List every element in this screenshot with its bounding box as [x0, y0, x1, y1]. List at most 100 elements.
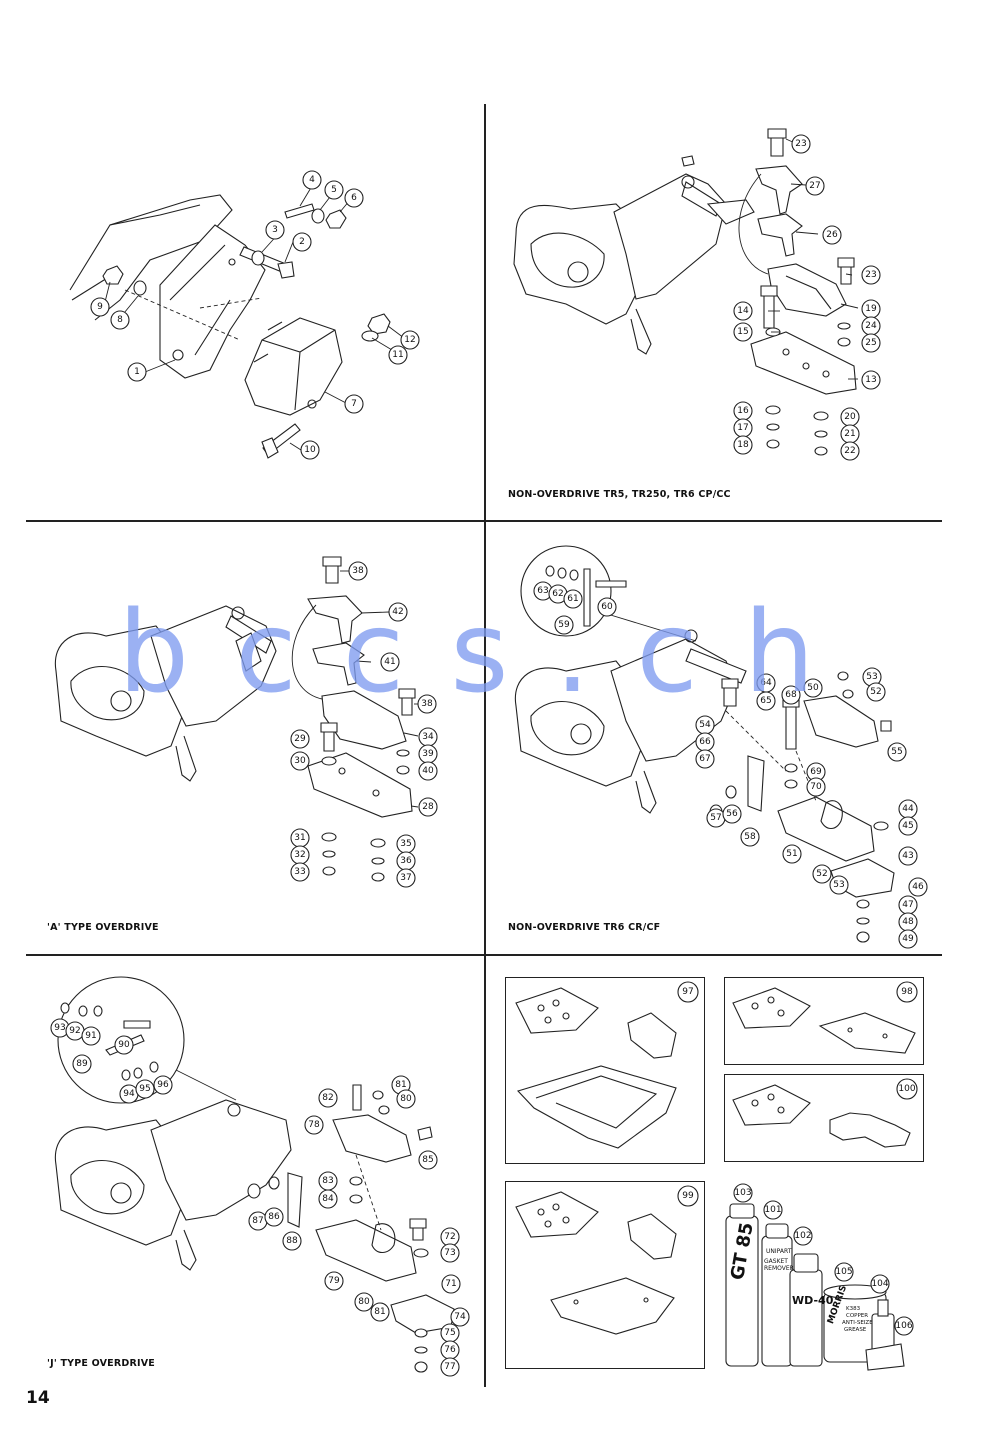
callout-26: 26: [822, 225, 842, 245]
svg-text:40: 40: [422, 766, 434, 776]
svg-text:106: 106: [895, 1321, 912, 1331]
svg-text:80: 80: [400, 1094, 412, 1104]
callout-47: 47: [898, 895, 918, 915]
callout-2: 2: [292, 232, 312, 252]
kit-panel-98: 98: [724, 977, 924, 1065]
svg-text:3: 3: [272, 225, 278, 235]
callout-32: 32: [290, 845, 310, 865]
callout-70: 70: [806, 777, 826, 797]
callout-41: 41: [380, 652, 400, 672]
svg-text:27: 27: [809, 181, 820, 191]
svg-text:88: 88: [286, 1236, 298, 1246]
products-drawing: 103 101 102 105 104 106: [725, 1183, 914, 1371]
caption-top-right: NON-OVERDRIVE TR5, TR250, TR6 CP/CC: [508, 489, 731, 500]
svg-text:94: 94: [123, 1089, 135, 1099]
callout-81: 81: [370, 1302, 390, 1322]
callout-99: 99: [677, 1185, 699, 1207]
kit-100-drawing: [732, 1084, 911, 1148]
callout-21: 21: [840, 424, 860, 444]
svg-text:87: 87: [252, 1216, 263, 1226]
svg-text:97: 97: [682, 987, 693, 997]
svg-text:25: 25: [865, 338, 876, 348]
svg-text:59: 59: [558, 620, 570, 630]
svg-text:2: 2: [299, 237, 305, 247]
callout-93: 93: [50, 1018, 70, 1038]
svg-text:41: 41: [384, 657, 395, 667]
callout-38: 38: [417, 694, 437, 714]
callout-66: 66: [695, 732, 715, 752]
callout-group-bottom-left: 93 92 91 90 89 94 95 96 82 81 80 78 85 8…: [50, 1018, 470, 1377]
product-102-label: WD-40: [792, 1294, 834, 1307]
svg-text:76: 76: [444, 1345, 456, 1355]
callout-100: 100: [896, 1078, 918, 1100]
callout-43: 43: [898, 846, 918, 866]
callout-39: 39: [418, 744, 438, 764]
callout-63: 63: [533, 581, 553, 601]
callout-40: 40: [418, 761, 438, 781]
callout-52: 52: [812, 864, 832, 884]
svg-text:66: 66: [699, 737, 711, 747]
callout-30: 30: [290, 751, 310, 771]
svg-text:23: 23: [795, 139, 806, 149]
svg-text:48: 48: [902, 917, 914, 927]
callout-90: 90: [114, 1035, 134, 1055]
callout-89: 89: [72, 1054, 92, 1074]
callout-24: 24: [861, 316, 881, 336]
svg-text:80: 80: [358, 1297, 370, 1307]
svg-text:68: 68: [785, 690, 797, 700]
svg-text:33: 33: [294, 867, 305, 877]
callout-group-middle-left: 38 42 41 38 34 39 40 29 30 28 31 32 33 3…: [290, 561, 438, 888]
svg-text:79: 79: [328, 1276, 340, 1286]
svg-text:38: 38: [421, 699, 433, 709]
svg-text:19: 19: [865, 304, 877, 314]
svg-text:20: 20: [844, 412, 856, 422]
callout-group-products: 103 101 102 105 104 106: [733, 1183, 914, 1336]
svg-text:52: 52: [816, 869, 827, 879]
callout-60: 60: [597, 597, 617, 617]
callout-3: 3: [265, 220, 285, 240]
svg-text:30: 30: [294, 756, 306, 766]
svg-text:70: 70: [810, 782, 822, 792]
callout-53: 53: [862, 667, 882, 687]
svg-text:35: 35: [400, 839, 411, 849]
svg-text:1: 1: [134, 367, 140, 377]
svg-text:101: 101: [764, 1205, 781, 1215]
svg-text:57: 57: [710, 813, 721, 823]
callout-68: 68: [781, 685, 801, 705]
callout-104: 104: [870, 1274, 890, 1294]
svg-text:99: 99: [682, 1191, 694, 1201]
callout-96: 96: [153, 1075, 173, 1095]
svg-text:89: 89: [76, 1059, 88, 1069]
callout-28: 28: [418, 797, 438, 817]
horizontal-divider-lower: [26, 954, 942, 956]
callout-52: 52: [866, 682, 886, 702]
svg-text:38: 38: [352, 566, 364, 576]
svg-text:77: 77: [444, 1362, 455, 1372]
svg-text:51: 51: [786, 849, 797, 859]
callout-56: 56: [722, 804, 742, 824]
svg-text:81: 81: [395, 1080, 406, 1090]
callout-59: 59: [554, 615, 574, 635]
callout-106: 106: [894, 1316, 914, 1336]
callout-87: 87: [248, 1211, 268, 1231]
svg-text:82: 82: [322, 1093, 333, 1103]
svg-text:65: 65: [760, 696, 771, 706]
svg-text:47: 47: [902, 900, 913, 910]
caption-middle-right: NON-OVERDRIVE TR6 CR/CF: [508, 922, 661, 933]
svg-text:85: 85: [422, 1155, 433, 1165]
svg-text:60: 60: [601, 602, 613, 612]
callout-49: 49: [898, 929, 918, 949]
svg-text:104: 104: [871, 1279, 888, 1289]
svg-text:26: 26: [826, 230, 838, 240]
callout-22: 22: [840, 441, 860, 461]
callout-23: 23: [861, 265, 881, 285]
svg-text:72: 72: [444, 1232, 455, 1242]
callout-88: 88: [282, 1231, 302, 1251]
product-105-line1: K383: [846, 1306, 861, 1312]
svg-text:17: 17: [737, 423, 748, 433]
callout-20: 20: [840, 407, 860, 427]
svg-text:105: 105: [835, 1267, 852, 1277]
svg-text:63: 63: [537, 586, 548, 596]
svg-text:92: 92: [69, 1026, 80, 1036]
